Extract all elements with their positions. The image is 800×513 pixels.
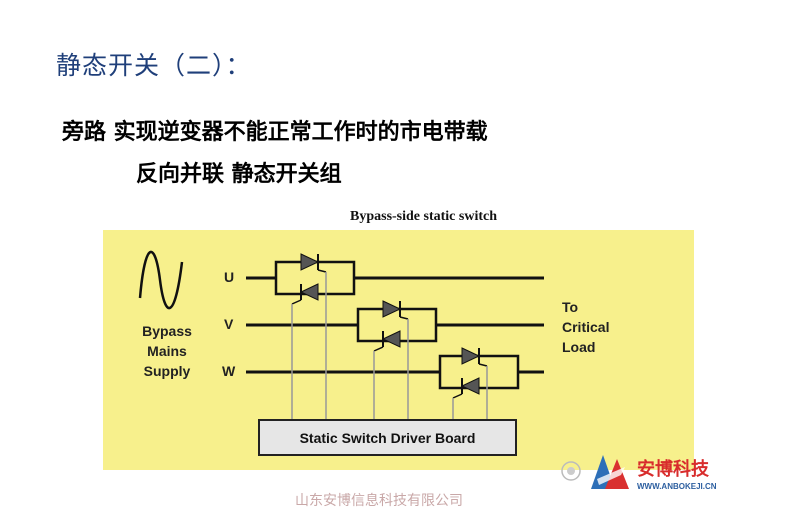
antiparallel-description: 反向并联 静态开关组 bbox=[136, 162, 342, 187]
scr-pair-v bbox=[356, 300, 438, 352]
source-label-line: Mains bbox=[147, 343, 187, 359]
load-label-line: To bbox=[562, 299, 579, 315]
scr-pair-w bbox=[438, 347, 520, 399]
scr-pair-u bbox=[246, 253, 544, 305]
slide-title: 静态开关（二）： bbox=[56, 51, 252, 80]
source-label-line: Bypass bbox=[142, 323, 192, 339]
phase-w-label: W bbox=[222, 363, 236, 379]
source-label-line: Supply bbox=[143, 363, 191, 379]
diagram-title: Bypass-side static switch bbox=[350, 209, 498, 224]
phase-u-label: U bbox=[224, 269, 235, 285]
critical-load-label: To Critical Load bbox=[562, 297, 642, 357]
load-label-line: Load bbox=[562, 339, 596, 355]
logo-name: 安博科技 bbox=[637, 458, 710, 480]
load-label-line: Critical bbox=[562, 319, 610, 335]
gate-leads bbox=[291, 272, 488, 420]
driver-board: Static Switch Driver Board bbox=[258, 419, 517, 456]
phase-v-label: V bbox=[224, 316, 234, 332]
sine-wave-icon bbox=[138, 250, 184, 310]
bypass-mains-label: Bypass Mains Supply bbox=[132, 321, 202, 381]
bypass-description: 旁路 实现逆变器不能正常工作时的市电带载 bbox=[62, 120, 488, 145]
anbo-logo-icon: 安博科技 WWW.ANBOKEJI.CN bbox=[561, 455, 717, 491]
company-footer: 山东安博信息科技有限公司 bbox=[295, 493, 463, 509]
logo-url: WWW.ANBOKEJI.CN bbox=[637, 482, 717, 491]
